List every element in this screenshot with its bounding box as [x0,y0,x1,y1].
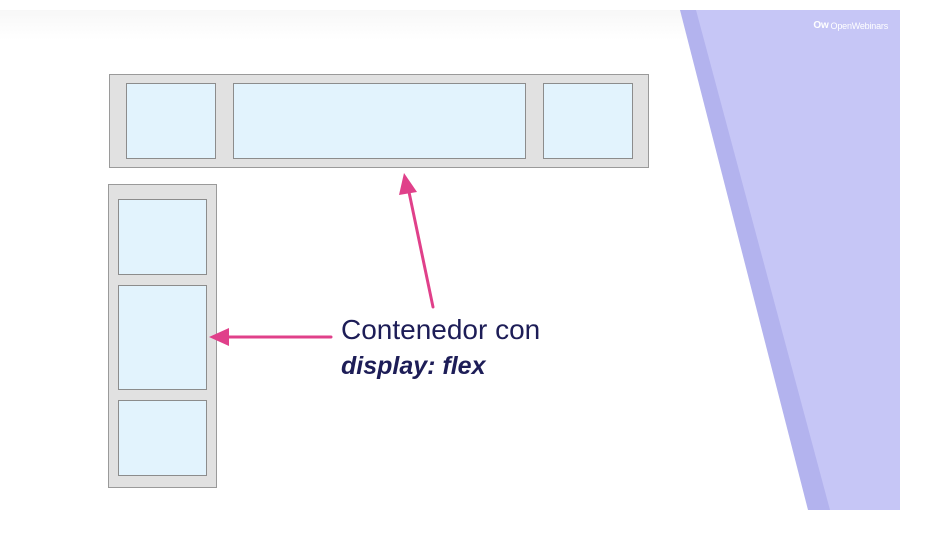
flex-row-item-2 [232,83,527,159]
openwebinars-logo-icon: Ow [813,20,829,31]
brand-name: OpenWebinars [830,20,889,31]
caption: Contenedor con display: flex [341,312,540,384]
caption-line-1: Contenedor con [341,314,541,345]
flex-row-item-1 [126,83,216,159]
flex-column-container [108,184,217,488]
accent-band-fill [696,10,900,510]
flex-column-item-3 [118,400,207,476]
slide: Ow OpenWebinars Contenedor con d [0,10,900,510]
flex-column-item-1 [118,199,207,275]
flex-row-container [109,74,649,168]
flex-row-item-3 [543,83,633,159]
accent-band [680,10,900,510]
caption-line-2: display: flex [341,352,486,380]
flex-column-item-2 [118,285,207,390]
brand-watermark: Ow OpenWebinars [813,20,888,31]
